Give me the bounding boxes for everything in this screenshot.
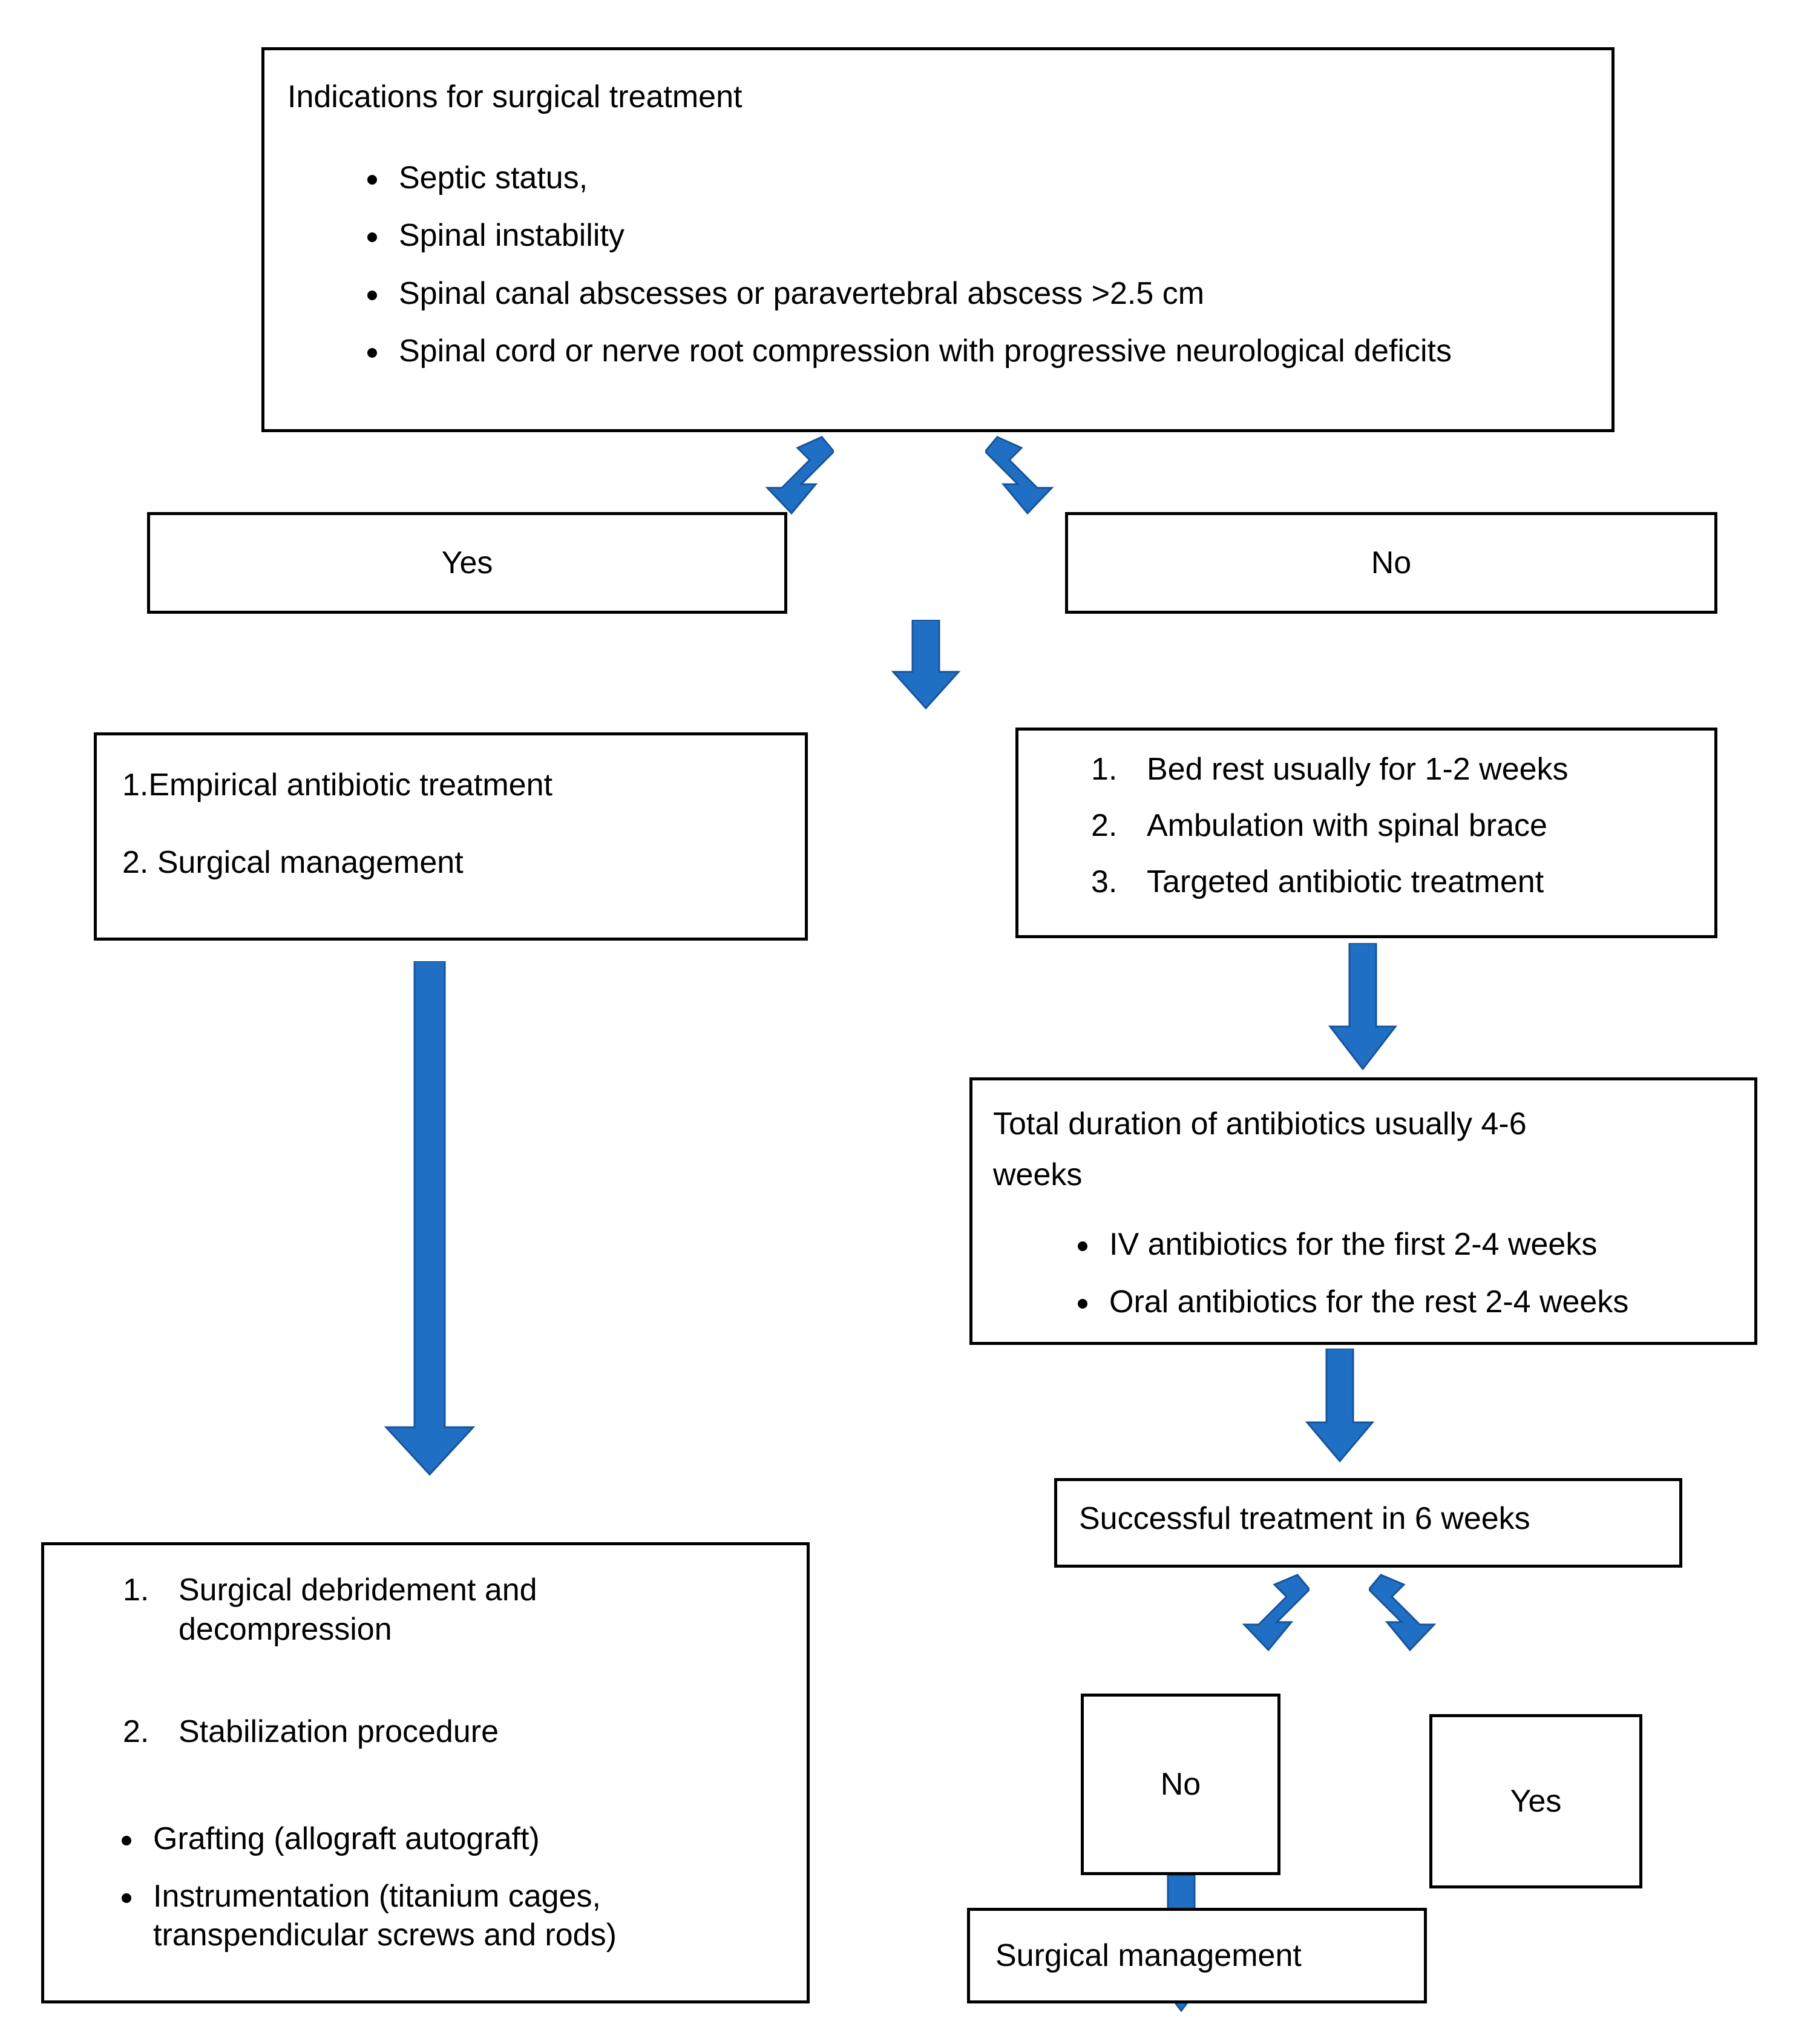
list-item: 1. Bed rest usually for 1-2 weeks (1091, 750, 1696, 789)
list-item-number: 1. (1091, 752, 1118, 787)
bent-arrow-down-left-icon (764, 435, 834, 516)
list-item: Spinal canal abscesses or paravertebral … (367, 275, 1626, 313)
list-item: 3. Targeted antibiotic treatment (1091, 863, 1696, 902)
node-antibiotic-duration[interactable]: Total duration of antibiotics usually 4-… (969, 1077, 1757, 1345)
indications-heading: Indications for surgical treatment (287, 79, 743, 114)
bent-arrow-down-right-icon-to-yes-bottom (1369, 1572, 1437, 1652)
branch-yes-top-label: Yes (441, 545, 493, 580)
list-item-label: Targeted antibiotic treatment (1147, 864, 1544, 899)
arrow-down-icon-to-duration (1325, 943, 1400, 1071)
node-branch-no-top[interactable]: No (1065, 512, 1717, 614)
branch-yes-bottom-label: Yes (1510, 1784, 1562, 1819)
list-item-label: Ambulation with spinal brace (1147, 808, 1547, 843)
list-item-label: Bed rest usually for 1-2 weeks (1147, 752, 1569, 787)
long-arrow-down-icon-to-surgical-detail (375, 961, 484, 1477)
antibiotic-duration-heading-line-2: weeks (993, 1157, 1083, 1192)
node-conservative-pathway[interactable]: 1. Bed rest usually for 1-2 weeks 2. Amb… (1015, 728, 1717, 938)
list-item-number: 2. (1091, 808, 1118, 843)
node-branch-no-bottom[interactable]: No (1081, 1694, 1280, 1875)
arrow-down-icon-to-conservative (888, 620, 963, 709)
list-item-label: Surgical debridement and decompression (179, 1572, 537, 1647)
indications-bullet-list: Septic status, Spinal instability Spinal… (301, 159, 1626, 390)
surgical-management-end-label: Surgical management (995, 1938, 1302, 1973)
list-item: Grafting (allograft autograft) (122, 1820, 824, 1858)
surgical-detail-bullet-list: Grafting (allograft autograft) Instrumen… (79, 1820, 824, 1974)
antibiotic-duration-heading-line-1: Total duration of antibiotics usually 4-… (993, 1106, 1527, 1142)
list-item-number: 2. (123, 1714, 149, 1749)
list-item: Spinal instability (367, 217, 1626, 255)
branch-no-top-label: No (1371, 545, 1412, 580)
list-item: Oral antibiotics for the rest 2-4 weeks (1078, 1283, 1792, 1321)
node-branch-yes-bottom[interactable]: Yes (1429, 1714, 1642, 1888)
node-surgical-pathway[interactable]: 1.Empirical antibiotic treatment 2. Surg… (94, 732, 808, 941)
list-item: Instrumentation (titanium cages, transpe… (122, 1878, 824, 1954)
branch-no-bottom-label: No (1160, 1767, 1201, 1802)
node-successful-treatment[interactable]: Successful treatment in 6 weeks (1054, 1478, 1682, 1568)
node-indications[interactable]: Indications for surgical treatment Septi… (261, 47, 1615, 432)
antibiotic-duration-bullet-list: IV antibiotics for the first 2-4 weeks O… (1011, 1226, 1792, 1341)
list-item: Septic status, (367, 159, 1626, 197)
list-item: Spinal cord or nerve root compression wi… (367, 332, 1626, 370)
list-item: 2. Stabilization procedure (123, 1712, 752, 1752)
list-item-label: Stabilization procedure (179, 1714, 499, 1749)
node-surgical-detail[interactable]: 1. Surgical debridement and decompressio… (41, 1542, 810, 2003)
surgical-pathway-line-1: 1.Empirical antibiotic treatment (122, 767, 552, 803)
node-surgical-management-end[interactable]: Surgical management (967, 1908, 1427, 2003)
surgical-pathway-line-2: 2. Surgical management (122, 845, 464, 880)
bent-arrow-down-right-icon (985, 435, 1055, 516)
list-item-number: 1. (123, 1572, 149, 1608)
node-branch-yes-top[interactable]: Yes (147, 512, 787, 614)
list-item: IV antibiotics for the first 2-4 weeks (1078, 1226, 1792, 1264)
conservative-pathway-list: 1. Bed rest usually for 1-2 weeks 2. Amb… (1091, 750, 1696, 919)
bent-arrow-down-left-icon-to-no-bottom (1242, 1572, 1310, 1652)
surgical-detail-numbered-list: 1. Surgical debridement and decompressio… (123, 1571, 752, 1758)
list-item-number: 3. (1091, 864, 1118, 899)
list-item: 2. Ambulation with spinal brace (1091, 806, 1696, 846)
list-item: 1. Surgical debridement and decompressio… (123, 1571, 752, 1649)
arrow-down-icon-to-success (1302, 1349, 1377, 1464)
successful-treatment-label: Successful treatment in 6 weeks (1079, 1501, 1530, 1536)
